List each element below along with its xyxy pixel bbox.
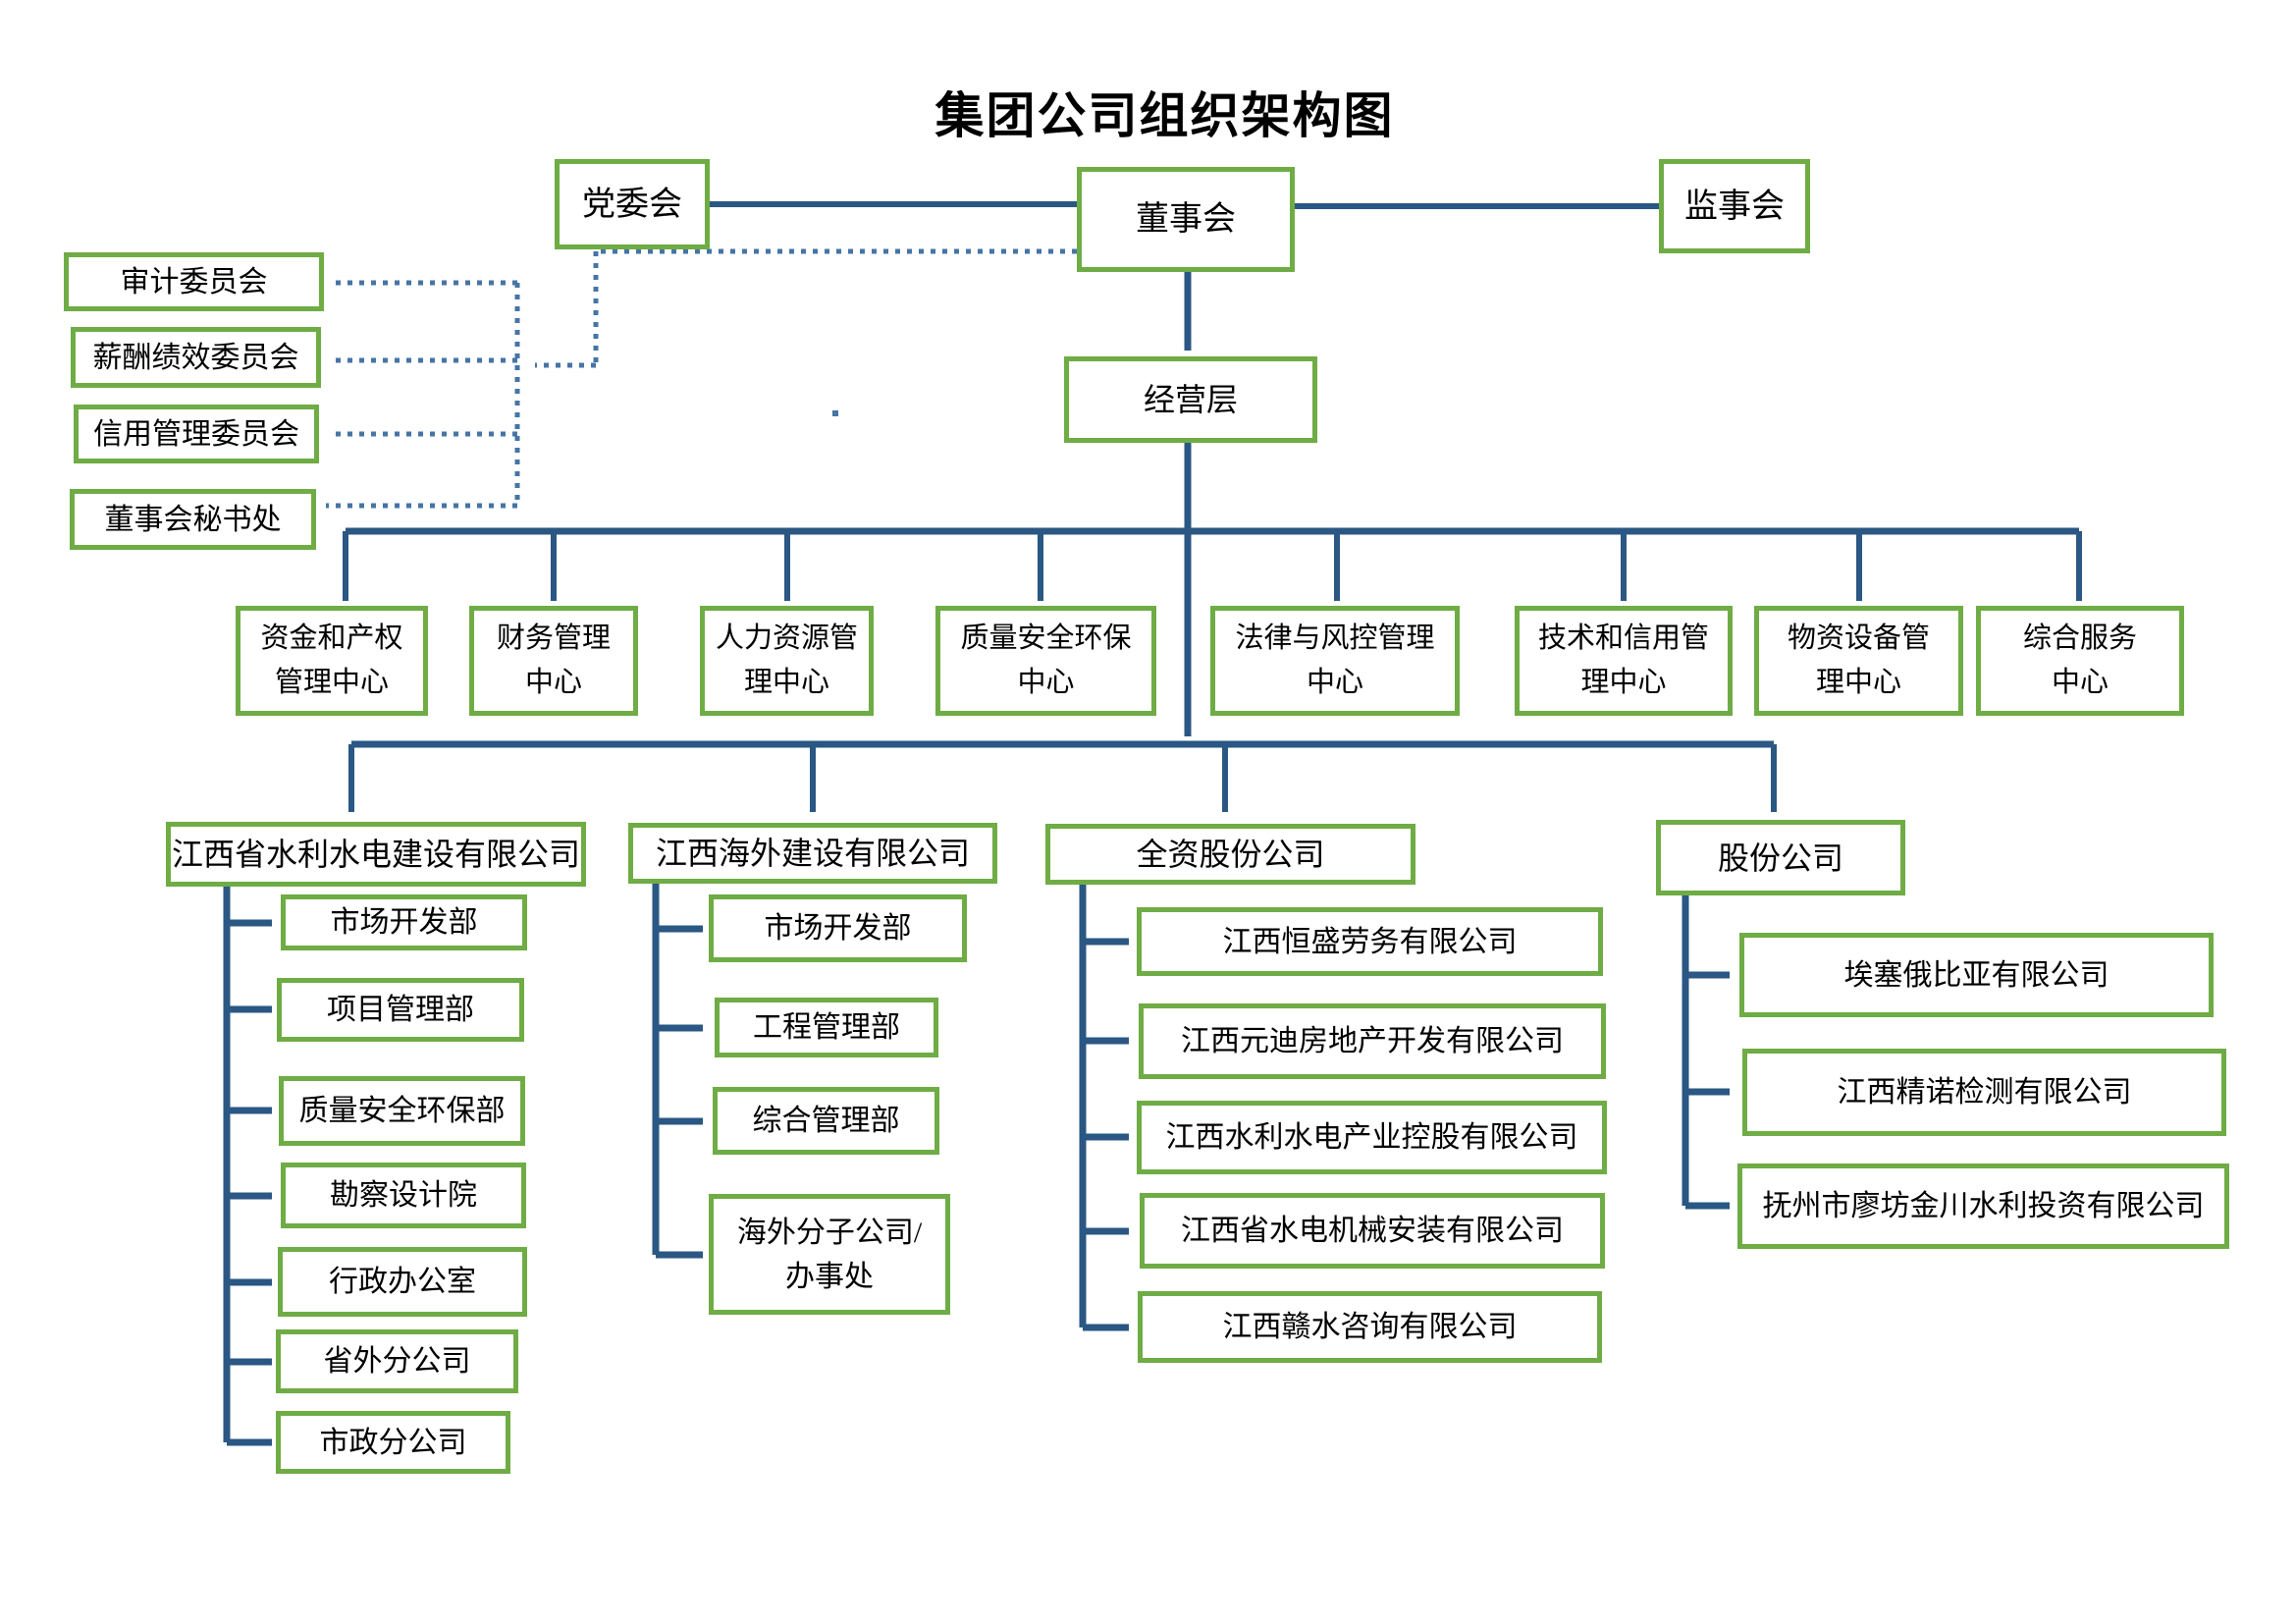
- node-company-jx-overseas: 江西海外建设有限公司: [628, 823, 997, 884]
- node-sub-ganshui-consulting: 江西赣水咨询有限公司: [1138, 1291, 1602, 1363]
- node-dept-market-development-1: 市场开发部: [281, 894, 527, 950]
- node-audit-committee: 审计委员会: [64, 252, 324, 311]
- node-compensation-performance-committee: 薪酬绩效委员会: [71, 327, 321, 388]
- node-dept-out-of-province-branch: 省外分公司: [276, 1329, 518, 1393]
- node-party-committee: 党委会: [555, 159, 710, 249]
- node-dept-municipal-branch: 市政分公司: [276, 1411, 510, 1474]
- node-company-shareholding: 股份公司: [1656, 820, 1905, 895]
- node-dept-quality-safety-env: 质量安全环保部: [279, 1076, 525, 1146]
- node-center-hr: 人力资源管 理中心: [700, 606, 874, 716]
- node-sub-fuzhou-liaofang-jinchuan-investment: 抚州市廖坊金川水利投资有限公司: [1737, 1164, 2229, 1249]
- node-dept-general-management: 综合管理部: [713, 1087, 939, 1155]
- dotted-connectors: [326, 248, 1077, 509]
- node-dept-overseas-branches-offices: 海外分子公司/ 办事处: [709, 1194, 950, 1315]
- node-center-tech-credit: 技术和信用管 理中心: [1515, 606, 1733, 716]
- node-sub-hengsheng-labor: 江西恒盛劳务有限公司: [1137, 907, 1603, 976]
- node-dept-market-development-2: 市场开发部: [709, 894, 967, 962]
- node-dept-engineering-management: 工程管理部: [715, 998, 938, 1057]
- node-center-general-services: 综合服务 中心: [1976, 606, 2184, 716]
- chart-title: 集团公司组织架构图: [934, 88, 1395, 143]
- node-board-secretariat: 董事会秘书处: [70, 489, 316, 550]
- node-center-finance: 财务管理 中心: [469, 606, 638, 716]
- node-management-layer: 经营层: [1064, 356, 1317, 443]
- node-credit-management-committee: 信用管理委员会: [74, 405, 319, 463]
- node-dept-admin-office: 行政办公室: [278, 1247, 527, 1317]
- node-company-wholly-owned: 全资股份公司: [1045, 824, 1415, 885]
- node-center-funds-property: 资金和产权 管理中心: [236, 606, 428, 716]
- node-sub-yuandi-real-estate: 江西元迪房地产开发有限公司: [1139, 1003, 1606, 1079]
- stray-dot: [832, 410, 838, 416]
- node-sub-jingnuo-testing: 江西精诺检测有限公司: [1742, 1049, 2226, 1136]
- node-board-of-directors: 董事会: [1077, 167, 1295, 272]
- node-sub-hydropower-machinery-installation: 江西省水电机械安装有限公司: [1140, 1193, 1605, 1269]
- node-supervisory-board: 监事会: [1659, 159, 1810, 253]
- solid-connectors: [223, 201, 2082, 1446]
- node-center-materials-equipment: 物资设备管 理中心: [1754, 606, 1963, 716]
- node-center-legal-risk: 法律与风控管理 中心: [1210, 606, 1460, 716]
- node-sub-water-industry-holding: 江西水利水电产业控股有限公司: [1137, 1101, 1607, 1174]
- node-company-jx-water-conservancy: 江西省水利水电建设有限公司: [166, 822, 586, 887]
- node-dept-survey-design-institute: 勘察设计院: [281, 1163, 526, 1228]
- node-center-quality-safety-env: 质量安全环保 中心: [935, 606, 1156, 716]
- node-dept-project-management: 项目管理部: [277, 978, 524, 1042]
- node-sub-ethiopia-company: 埃塞俄比亚有限公司: [1739, 933, 2214, 1017]
